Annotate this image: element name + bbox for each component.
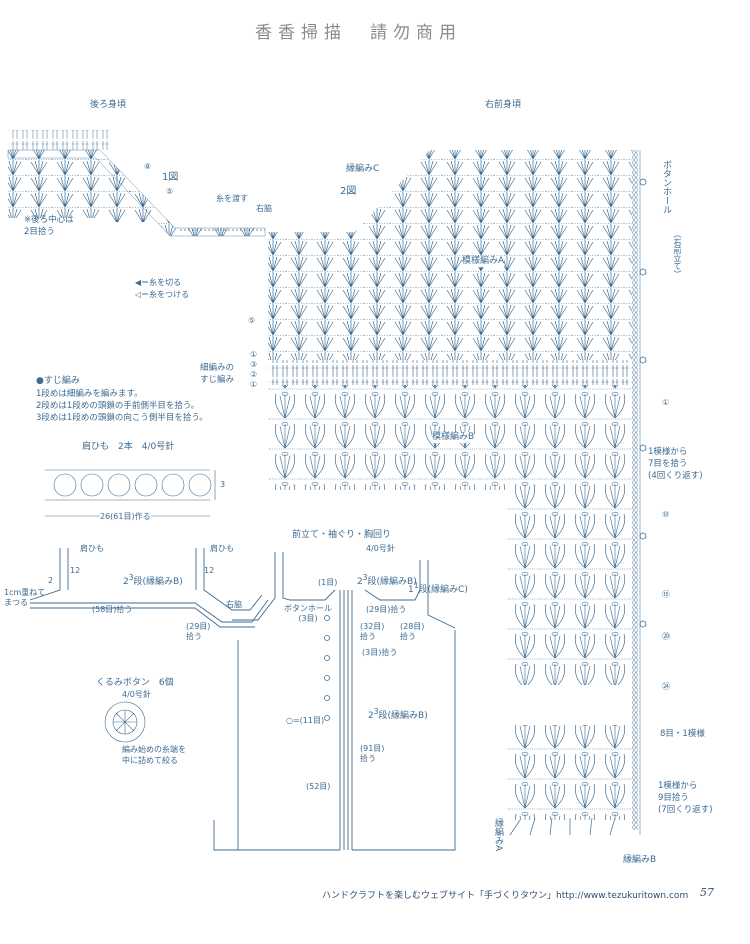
pick-91: (91目) 拾う bbox=[360, 744, 385, 763]
pick-3: (3目)拾う bbox=[362, 648, 398, 657]
footer-text: ハンドクラフトを楽しむウェブサイト「手づくりタウン」http://www.tez… bbox=[322, 891, 689, 901]
pick-note-3: 1模様から 9目拾う (7回くり返す) bbox=[658, 781, 713, 815]
covered-button-chart bbox=[104, 701, 146, 743]
button-markers bbox=[324, 615, 330, 721]
legend-attach: ◁＝糸をつける bbox=[135, 290, 190, 299]
pick-29: (29目) 拾う bbox=[186, 622, 211, 641]
right-side-label: 右脇 bbox=[256, 204, 272, 213]
row-marker: ① bbox=[250, 350, 258, 359]
row-marker: ⑳ bbox=[662, 632, 670, 641]
strap-left-label: 肩ひも bbox=[80, 544, 104, 553]
inner-edge-b-rows-fraction: 3 bbox=[362, 573, 368, 582]
button-note: 編み始めの糸端を 中に詰めて絞る bbox=[122, 745, 186, 765]
inner-edge-b-rows-unit: 段 bbox=[367, 577, 377, 587]
row-marker: ① bbox=[250, 380, 258, 389]
back-edge-b: 23段(縁編みB) bbox=[123, 572, 183, 588]
hairline-label: 細編みの すじ編み bbox=[200, 363, 235, 385]
back-body-title: 後ろ身頃 bbox=[90, 100, 127, 110]
edge-a-vertical-label: 縁編みA bbox=[493, 818, 503, 852]
overlap-note: 1cm重ねて まつる bbox=[4, 588, 46, 607]
inner-edge-b2-rows-fraction: 3 bbox=[373, 707, 379, 716]
edge-c-rows-unit: 段 bbox=[418, 585, 428, 595]
legend-cut: ◀＝糸を切る bbox=[135, 278, 182, 287]
inner-edge-b-2: 23段(縁編みB) bbox=[368, 706, 428, 722]
page-number: 57 bbox=[700, 886, 714, 899]
edge-c-assembly: 11段(縁編みC) bbox=[408, 580, 468, 596]
inner-edge-b2-rows-whole: 2 bbox=[368, 711, 374, 721]
strap-chart bbox=[45, 469, 216, 517]
suji-note-line-1: 1段めは細編みを編みます。 bbox=[36, 389, 143, 399]
thread-pass-label: 糸を渡す bbox=[216, 194, 248, 203]
inner-edge-b-name: (縁編みB) bbox=[376, 577, 417, 587]
strap-height-right: 12 bbox=[204, 566, 215, 575]
row-marker: ① bbox=[662, 398, 670, 407]
front-needle: 4/0号針 bbox=[366, 544, 395, 553]
figure-2-label: 2図 bbox=[340, 186, 357, 197]
back-assembly-schematic bbox=[29, 548, 269, 628]
front-body-chart bbox=[268, 150, 647, 836]
row-marker: ⑮ bbox=[662, 590, 670, 599]
right-front-vertical-label: （右前立て） bbox=[673, 230, 682, 278]
edge-c-label: 縁編みC bbox=[346, 164, 380, 174]
row-marker: ⑧ bbox=[144, 162, 152, 171]
pick-58: (58目)拾う bbox=[92, 605, 133, 614]
suji-note-line-3: 3段めは1段めの頭鎖の向こう側半目を拾う。 bbox=[36, 413, 208, 423]
edge-b-name: (縁編みB) bbox=[142, 577, 183, 587]
front-assembly-schematic bbox=[213, 552, 456, 851]
row-marker: ㉔ bbox=[662, 682, 670, 691]
back-center-note: ※後ろ中心は 2目拾う bbox=[24, 215, 74, 237]
pick-note-2: 8目・1模様 bbox=[660, 729, 705, 739]
strap-title: 肩ひも 2本 4/0号針 bbox=[82, 442, 175, 452]
strap-height-left: 12 bbox=[70, 566, 81, 575]
assembly-side-label: 右脇 bbox=[226, 600, 242, 609]
front-assembly-title: 前立て・袖ぐり・胸回り bbox=[292, 530, 392, 540]
edge-b-rows-whole: 2 bbox=[123, 577, 129, 587]
inner-edge-b-rows-whole: 2 bbox=[357, 577, 363, 587]
row-marker: ⑤ bbox=[166, 187, 174, 196]
strap-right-label: 肩ひも bbox=[210, 544, 234, 553]
eleven-stitches: ○=(11目) bbox=[286, 716, 325, 725]
legend-cut-text: ＝糸を切る bbox=[141, 278, 182, 287]
edge-b-rows-unit: 段 bbox=[133, 577, 143, 587]
button-title: くるみボタン 6個 bbox=[96, 678, 174, 688]
buttonhole-note: ボタンホール (3目) bbox=[284, 604, 332, 623]
button-needle: 4/0号針 bbox=[122, 690, 151, 699]
strap-height: 3 bbox=[220, 480, 226, 489]
figure-1-label: 1図 bbox=[162, 172, 179, 183]
inner-edge-b: 23段(縁編みB) bbox=[357, 572, 417, 588]
row-marker: ⑤ bbox=[248, 316, 256, 325]
edge-c-name: (縁編みC) bbox=[427, 585, 468, 595]
pick-note-1: 1模様から 7目を拾う (4回くり返す) bbox=[648, 447, 703, 481]
front-body-title: 右前身頃 bbox=[485, 100, 522, 110]
pick-32: (32目) 拾う bbox=[360, 622, 385, 641]
suji-note-title: ●すじ編み bbox=[36, 376, 80, 386]
edge-b-label: 縁編みB bbox=[623, 855, 657, 865]
pick-28: (28目) 拾う bbox=[400, 622, 425, 641]
strap-length: 26(61目)作る bbox=[100, 512, 151, 522]
watermark-header: 香香掃描 請勿商用 bbox=[255, 23, 462, 43]
inner-edge-b2-rows-unit: 段 bbox=[378, 711, 388, 721]
pick-52: (52目) bbox=[306, 782, 331, 791]
strap-width: 2 bbox=[48, 576, 54, 585]
row-marker: ③ bbox=[250, 360, 258, 369]
row-marker: ② bbox=[250, 370, 258, 379]
buttonhole-vertical-label: ボタンホール bbox=[661, 160, 671, 214]
one-stitch: (1目) bbox=[318, 578, 338, 587]
edge-c-rows-whole: 1 bbox=[408, 585, 414, 595]
pick-29b: (29目)拾う bbox=[366, 605, 407, 614]
pattern-a-label: 模様編みA bbox=[462, 256, 505, 267]
row-marker: ⑩ bbox=[662, 510, 670, 519]
legend-attach-text: ＝糸をつける bbox=[141, 290, 190, 299]
inner-edge-b2-name: (縁編みB) bbox=[387, 711, 428, 721]
edge-c-rows-fraction: 1 bbox=[413, 581, 419, 590]
edge-b-rows-fraction: 3 bbox=[128, 573, 134, 582]
pattern-b-label: 模様編みB bbox=[432, 432, 475, 443]
suji-note-line-2: 2段めは1段めの頭鎖の手前側半目を拾う。 bbox=[36, 401, 200, 411]
back-body-chart bbox=[7, 130, 266, 237]
